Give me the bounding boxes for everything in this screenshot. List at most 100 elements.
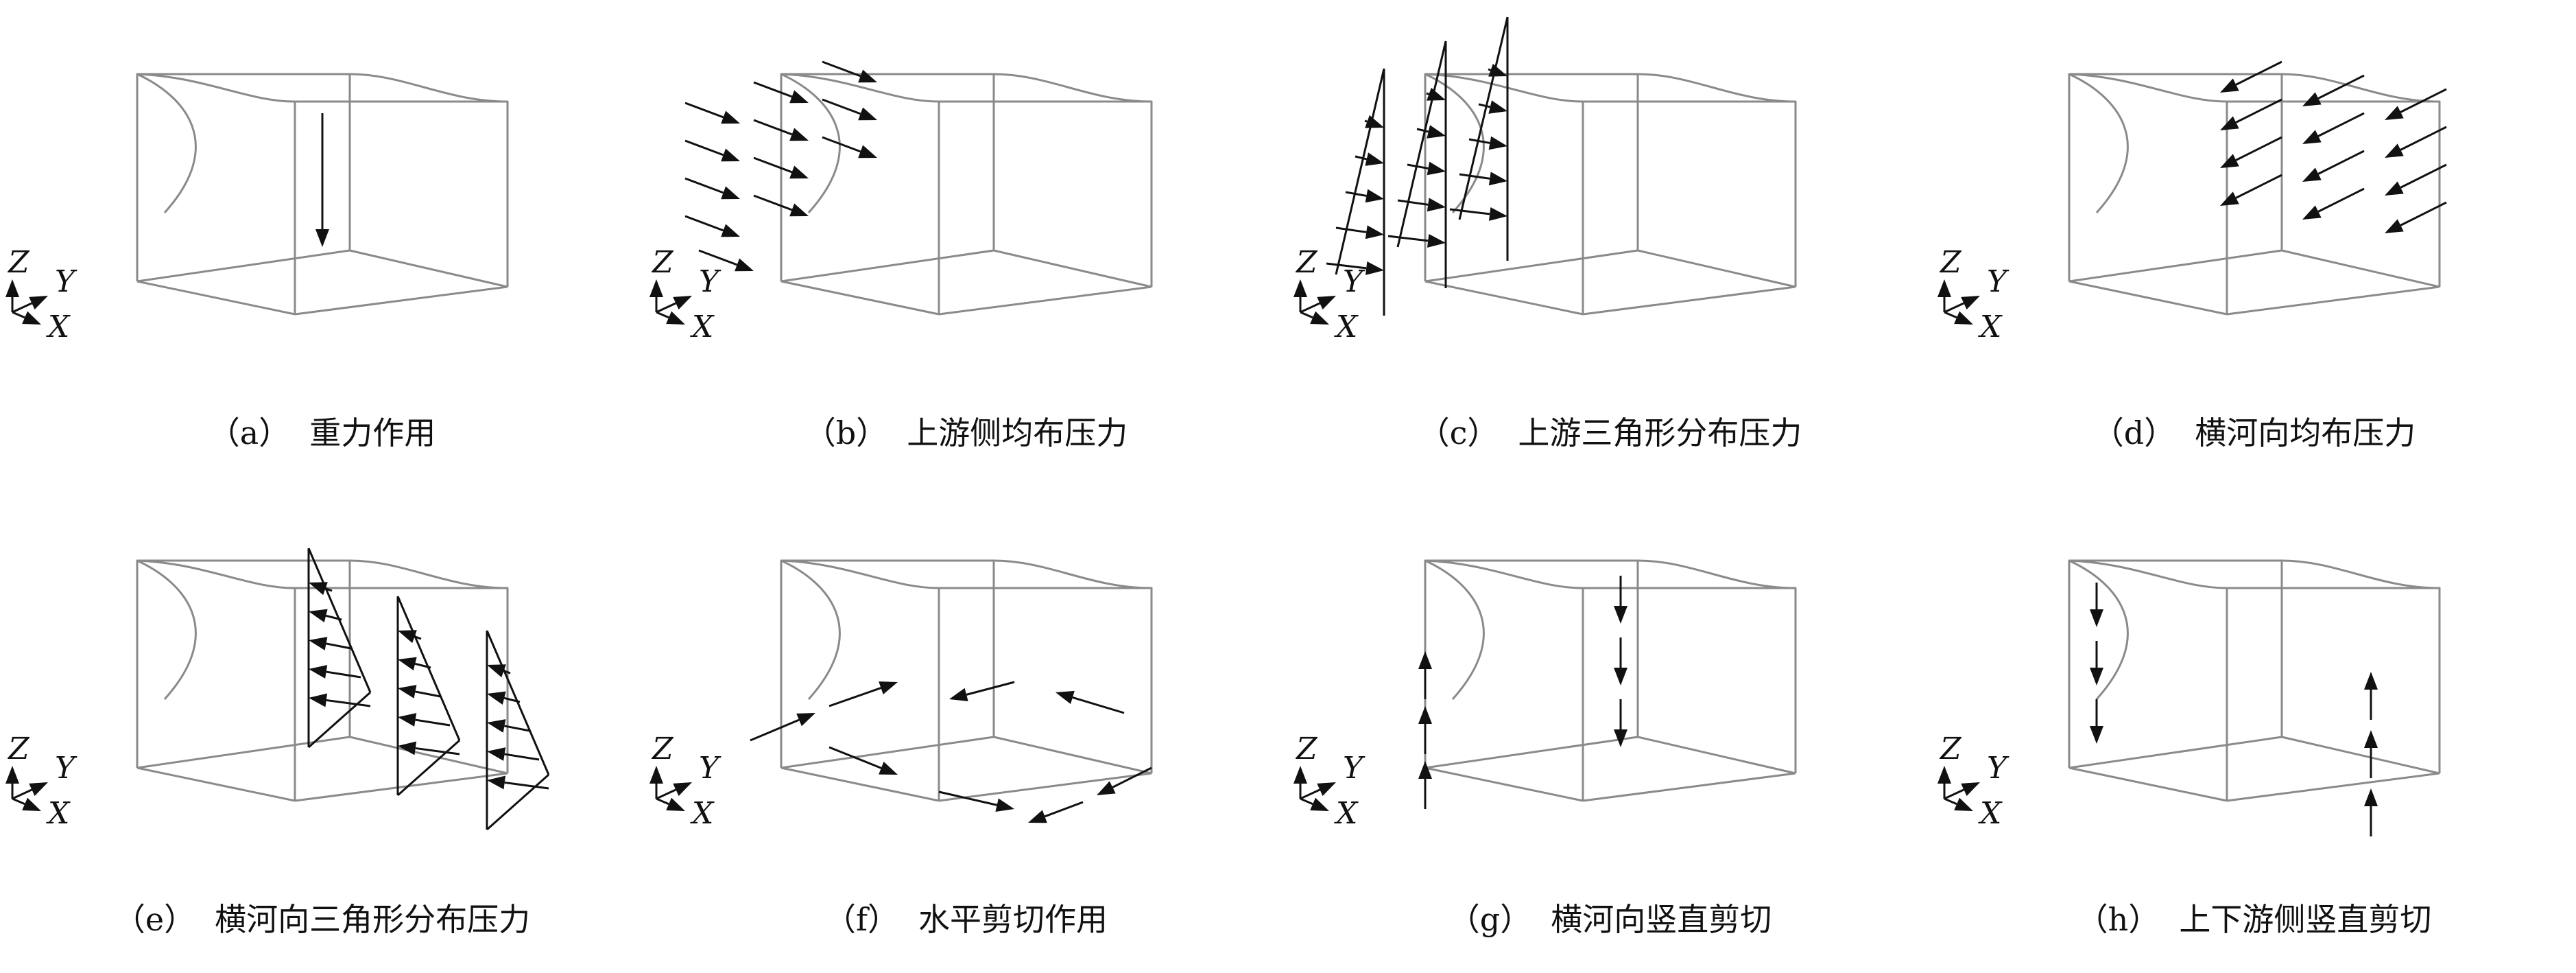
load-triangle [486, 630, 550, 775]
axis-y-label: Y [55, 751, 77, 786]
force-arrow [2220, 60, 2282, 93]
panel-drawing: ZYX [649, 559, 1153, 831]
force-arrow [1944, 311, 1973, 325]
box-outline [780, 73, 1153, 316]
axis-z-label: Z [1295, 731, 1318, 766]
load-triangle [308, 691, 371, 749]
axis-y-label: Y [1343, 264, 1365, 299]
force-arrow [684, 139, 740, 162]
load-triangle [486, 773, 549, 831]
force-arrow [1459, 172, 1507, 186]
box-outline [136, 559, 509, 802]
axis-z-label: Z [7, 731, 30, 766]
force-arrow [309, 665, 361, 679]
axis-x-label: X [1334, 796, 1359, 831]
force-arrow [698, 249, 754, 272]
force-arrow [12, 311, 41, 325]
force-arrow [949, 681, 1015, 702]
force-arrow [649, 279, 663, 312]
force-arrow [656, 797, 685, 811]
force-arrow [1937, 766, 1951, 799]
load-triangle [1396, 40, 1447, 248]
force-arrow [2302, 150, 2365, 182]
force-arrow [12, 782, 48, 800]
force-arrow [309, 582, 333, 596]
force-arrow [2302, 74, 2365, 106]
force-arrow [753, 194, 809, 217]
axis-triad: ZYX [1293, 245, 1365, 344]
force-arrow [1416, 125, 1446, 139]
panel-drawing: ZYX [1937, 60, 2447, 344]
panel-drawing: ZYX [5, 548, 550, 831]
force-arrow [1293, 766, 1307, 799]
panel-caption-text: 重力作用 [309, 414, 436, 452]
panel-label: （g） [1448, 901, 1532, 938]
force-arrow [1488, 63, 1507, 77]
force-arrow [487, 664, 511, 678]
box-outline [1424, 73, 1797, 316]
force-arrow [2220, 174, 2282, 206]
force-arrow [1426, 87, 1446, 101]
axis-z-label: Z [651, 245, 674, 280]
force-arrow [398, 630, 422, 644]
force-arrow [1468, 136, 1507, 150]
force-arrow [487, 747, 540, 761]
force-arrow [1614, 699, 1627, 747]
force-arrow [1418, 706, 1432, 754]
panel-label: （d） [2092, 414, 2176, 452]
force-arrow [398, 657, 431, 671]
panel-drawing: ZYX [649, 60, 1153, 344]
force-arrow [309, 693, 371, 707]
force-arrow [2385, 126, 2447, 158]
force-arrow [1028, 801, 1084, 823]
box-outline [136, 73, 509, 316]
axis-z-label: Z [1295, 245, 1318, 280]
force-arrow [684, 177, 740, 200]
force-arrow [1614, 576, 1627, 624]
panel-caption-text: 上游三角形分布压力 [1518, 414, 1802, 452]
panel-label: （b） [804, 414, 888, 452]
panel-caption-text: 水平剪切作用 [918, 901, 1108, 938]
force-arrow [1944, 782, 1980, 800]
axis-x-label: X [1978, 309, 2003, 344]
force-arrow [1944, 797, 1973, 811]
force-arrow [649, 766, 663, 799]
axis-z-label: Z [7, 245, 30, 280]
axis-y-label: Y [699, 264, 721, 299]
panel-label: （a） [208, 414, 291, 452]
panel-drawing: ZYX [5, 73, 509, 344]
panel-caption-text: 横河向均布压力 [2195, 414, 2416, 452]
force-arrow [398, 685, 441, 699]
force-arrow [2090, 641, 2103, 685]
panel-caption: （a） 重力作用 [0, 408, 644, 454]
box-outline [2068, 73, 2441, 316]
force-arrow [753, 81, 809, 104]
force-arrow [487, 775, 549, 790]
force-arrow [2220, 98, 2282, 130]
force-arrow [822, 60, 877, 83]
axis-x-label: X [46, 796, 71, 831]
panel-caption: （h）上下游侧竖直剪切 [1932, 895, 2576, 940]
force-arrow [1293, 279, 1307, 312]
force-arrow [753, 156, 809, 179]
force-arrow [1418, 761, 1432, 809]
force-arrow [2385, 201, 2447, 233]
force-arrow [1097, 766, 1152, 795]
axis-x-label: X [46, 309, 71, 344]
panel-caption: （e）横河向三角形分布压力 [0, 895, 644, 940]
panel-drawing: ZYX [1937, 559, 2441, 836]
force-arrow [1345, 189, 1384, 203]
axis-y-label: Y [1343, 751, 1365, 786]
load-triangle [396, 596, 461, 741]
panel-caption-text: 横河向竖直剪切 [1551, 901, 1772, 938]
force-arrow [315, 206, 329, 247]
axis-y-label: Y [1987, 264, 2009, 299]
force-arrow [1300, 782, 1336, 800]
force-arrow [309, 637, 352, 650]
force-arrow [1335, 225, 1384, 239]
force-arrow [828, 746, 898, 775]
force-arrow [750, 713, 815, 742]
